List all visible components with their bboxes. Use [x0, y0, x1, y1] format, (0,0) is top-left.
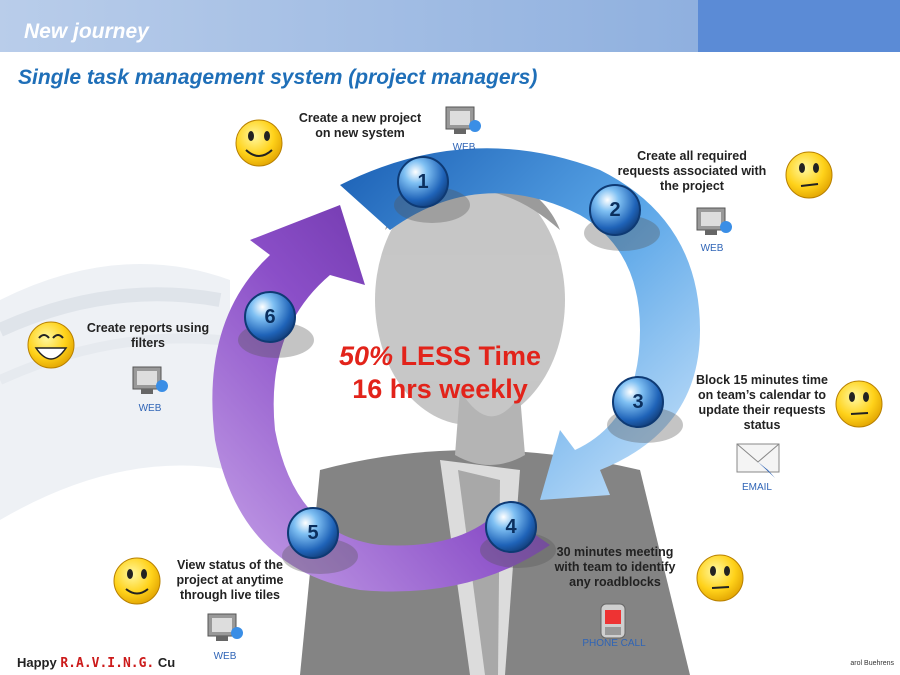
- channel-label: WEB: [138, 403, 162, 414]
- smiley-icon: [235, 119, 283, 167]
- step-label-1: Create a new project on new system: [298, 111, 422, 140]
- channel-label: EMAIL: [741, 482, 772, 493]
- center-line-2: 16 hrs weekly: [352, 374, 528, 404]
- purple-cycle-arrow: [212, 205, 550, 592]
- neutral-face-icon: [835, 380, 883, 428]
- smiley-icon: [113, 557, 161, 605]
- computer-icon: [696, 207, 732, 235]
- step-ball-1: [394, 156, 470, 223]
- footer-brand: R.A.V.I.N.G.: [60, 656, 155, 671]
- channel-label: WEB: [452, 142, 476, 153]
- computer-icon: [207, 613, 243, 641]
- channel-label: WEB: [213, 651, 237, 662]
- step-number-2: 2: [609, 199, 621, 221]
- step-ball-5: [282, 507, 358, 574]
- step-number-1: 1: [417, 171, 429, 193]
- step-label-2: Create all required requests associated …: [617, 149, 767, 193]
- step-number-6: 6: [264, 306, 276, 328]
- center-line-1: 50% LESS Time: [300, 340, 580, 373]
- step-ball-3: [607, 376, 683, 443]
- footer-credit: arol Buehrens: [850, 660, 894, 667]
- center-less-time: LESS Time: [392, 341, 542, 371]
- step-number-3: 3: [632, 391, 644, 413]
- step-label-5: View status of the project at anytime th…: [176, 558, 284, 602]
- center-percent: 50%: [338, 341, 393, 371]
- step-label-4: 30 minutes meeting with team to identify…: [554, 545, 676, 589]
- blue-cycle-arrow: [340, 148, 700, 500]
- footer-text: Happy R.A.V.I.N.G. Cu: [17, 655, 175, 671]
- channel-label: WEB: [700, 243, 724, 254]
- step-number-5: 5: [307, 522, 319, 544]
- phone-icon: [600, 603, 626, 639]
- step-number-4: 4: [505, 516, 517, 538]
- header-title: New journey: [24, 20, 149, 43]
- channel-label: PHONE CALL: [582, 638, 646, 649]
- center-highlight: 50% LESS Time 16 hrs weekly: [300, 340, 580, 406]
- slide-subtitle: Single task management system (project m…: [18, 66, 538, 89]
- step-ball-4: [480, 501, 556, 568]
- footer-suffix: Cu: [154, 655, 176, 670]
- laughing-face-icon: [27, 321, 75, 369]
- footer-prefix: Happy: [17, 655, 61, 670]
- step-ball-6: [238, 291, 314, 358]
- step-label-6: Create reports using filters: [86, 321, 210, 350]
- email-icon: [736, 443, 780, 478]
- computer-icon: [132, 366, 168, 394]
- step-ball-2: [584, 184, 660, 251]
- neutral-face-icon: [785, 151, 833, 199]
- step-label-3: Block 15 minutes time on team’s calendar…: [696, 373, 828, 432]
- computer-icon: [445, 106, 481, 134]
- header-accent: [698, 0, 900, 52]
- header-bar: [0, 0, 698, 52]
- neutral-face-icon: [696, 554, 744, 602]
